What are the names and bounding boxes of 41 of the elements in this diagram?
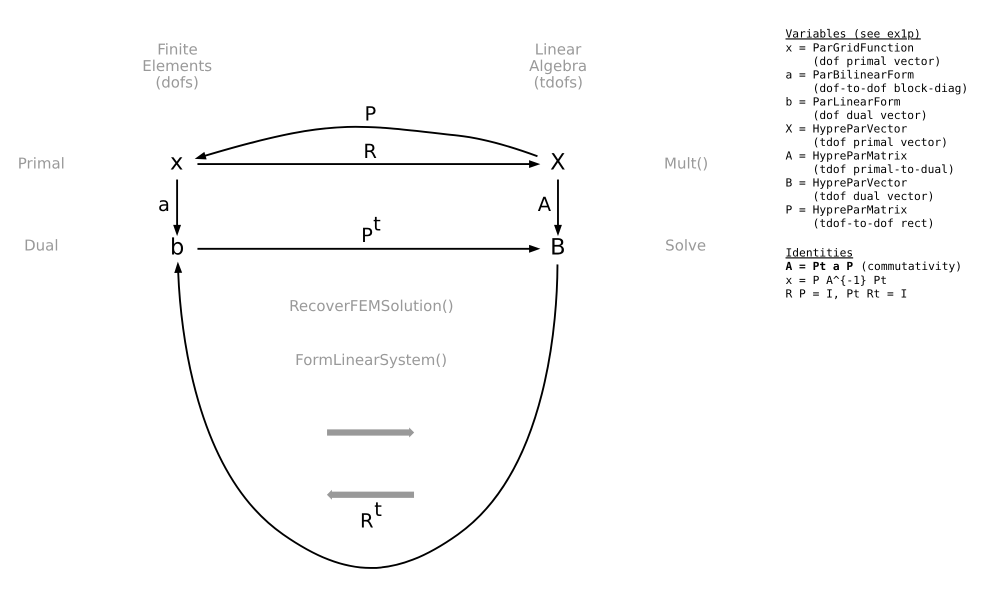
label: A = Pt a P (commutativity) [786,259,962,272]
label: B = HypreParVector [786,176,908,190]
arrow [197,244,540,252]
arrow [194,125,538,159]
arrow [554,179,562,236]
label: R P = I, Pt Rt = I [786,287,908,300]
label: Dual [24,236,59,254]
label: (tdof-to-dof rect) [812,216,934,230]
node-text: x [170,149,184,176]
node-text: b [170,234,184,260]
label: Linear Algebra (tdofs) [529,40,588,92]
node-text: B [550,234,566,260]
label: RecoverFEMSolution() [289,296,454,315]
node-text: X [550,149,566,176]
label: P = HypreParMatrix [786,203,908,216]
label: (tdof dual vector) [812,190,934,203]
label: (dof-to-dof block-diag) [812,82,968,95]
arrow [197,160,540,168]
label: Identities [786,246,854,259]
edge-label: a [158,192,170,216]
edge-label: P [364,102,376,125]
arrow [173,179,182,236]
label: b = ParLinearForm [786,95,901,108]
edge-label: R [363,139,377,162]
label: Finite Elements (dofs) [142,40,212,92]
label: (dof dual vector) [812,108,928,122]
label: (dof primal vector) [812,54,942,68]
label: x = P A^{-1} Pt [786,274,887,287]
label: Mult() [664,154,708,172]
label: A = HypreParMatrix [786,149,908,162]
label: Variables (see ex1p) [786,26,921,40]
label: x = ParGridFunction [786,41,914,54]
label: FormLinearSystem() [295,350,448,369]
label: Primal [18,154,65,172]
label: X = HypreParVector [786,122,908,136]
label: a = ParBilinearForm [786,68,914,82]
edge-label: A [538,192,552,216]
label: Solve [665,236,706,254]
arrow [174,261,558,568]
label: (tdof primal-to-dual) [812,162,955,176]
label: (tdof primal vector) [812,136,948,149]
